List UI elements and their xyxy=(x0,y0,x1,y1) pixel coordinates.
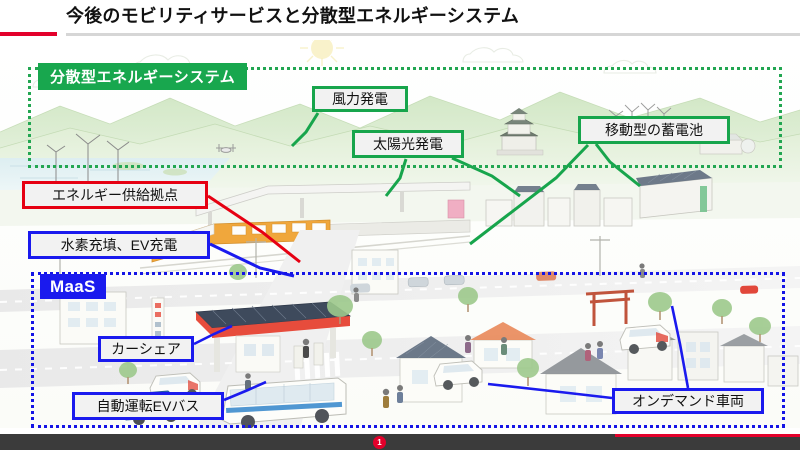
callout-autonomous-ev-bus: 自動運転EVバス xyxy=(72,392,224,420)
callout-mobile-battery: 移動型の蓄電池 xyxy=(578,116,730,144)
callout-energy-supply-hub: エネルギー供給拠点 xyxy=(22,181,208,209)
callout-label: カーシェア xyxy=(111,341,181,357)
callout-hydrogen-ev-charging: 水素充填、EV充電 xyxy=(28,231,210,259)
callout-label: 自動運転EVバス xyxy=(96,398,200,414)
header-divider-rule xyxy=(66,33,800,36)
callout-solar-power: 太陽光発電 xyxy=(352,130,464,158)
callout-label: エネルギー供給拠点 xyxy=(52,187,178,203)
footer-accent xyxy=(615,434,800,437)
region-label-text: MaaS xyxy=(50,276,96,296)
callout-label: 水素充填、EV充電 xyxy=(60,237,178,253)
callout-label: オンデマンド車両 xyxy=(632,393,744,409)
callout-on-demand-vehicle: オンデマンド車両 xyxy=(612,388,764,414)
page-number-badge: 1 xyxy=(373,436,386,449)
callout-wind-power: 風力発電 xyxy=(312,86,408,112)
region-distributed-energy xyxy=(28,67,782,168)
page-title: 今後のモビリティサービスと分散型エネルギーシステム xyxy=(66,6,520,26)
callout-car-share: カーシェア xyxy=(98,336,194,362)
region-maas xyxy=(31,272,785,428)
region-label-distributed-energy: 分散型エネルギーシステム xyxy=(38,63,248,90)
callout-label: 太陽光発電 xyxy=(373,136,443,152)
callout-label: 移動型の蓄電池 xyxy=(605,122,703,138)
footer-bar xyxy=(0,434,800,450)
region-label-text: 分散型エネルギーシステム xyxy=(50,69,236,86)
callout-label: 風力発電 xyxy=(332,91,388,107)
header-accent-rule xyxy=(0,32,57,36)
region-label-maas: MaaS xyxy=(40,274,106,299)
